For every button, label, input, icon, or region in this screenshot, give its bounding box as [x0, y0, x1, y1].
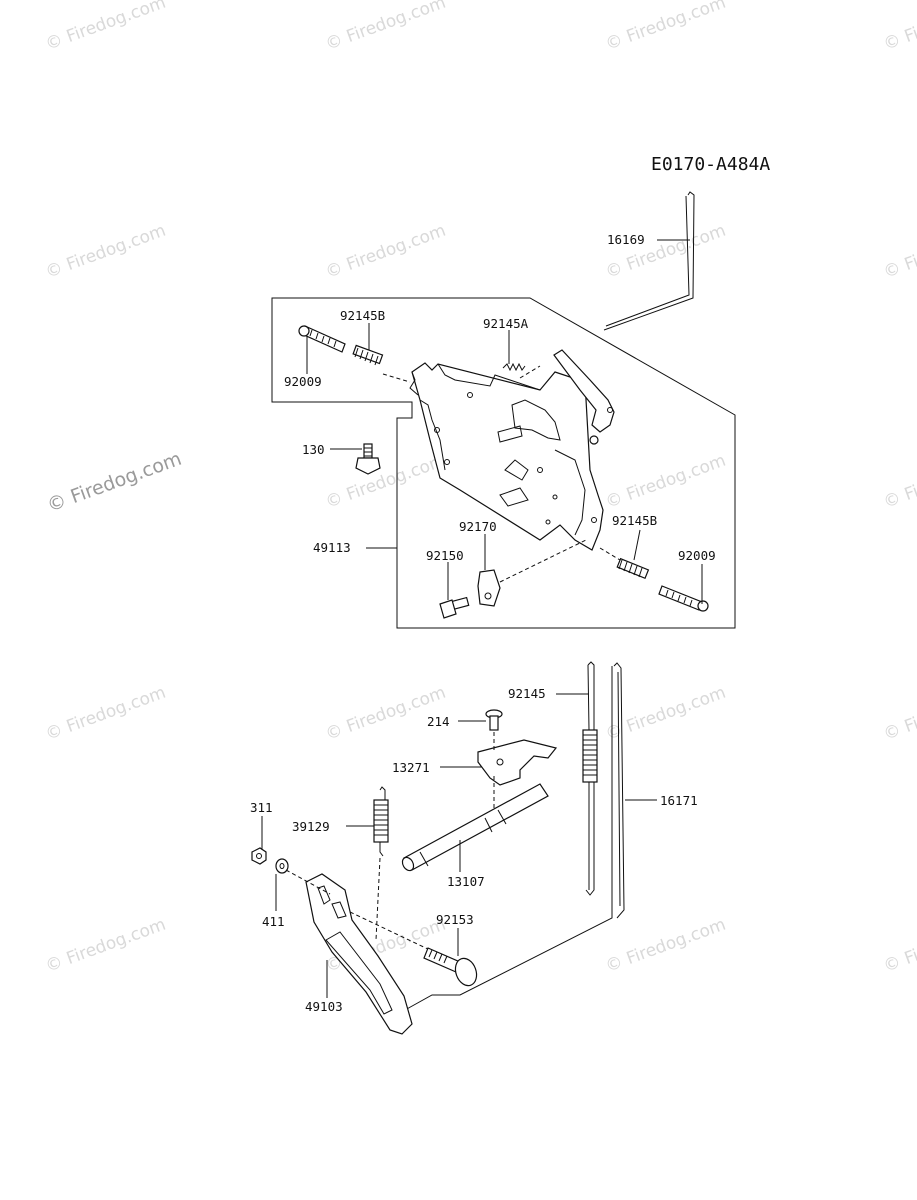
callout-16171: 16171: [660, 793, 698, 808]
watermark: © Firedog.com: [881, 451, 917, 513]
throttle-rod-16169: [603, 191, 695, 331]
callout-49103: 49103: [305, 999, 343, 1014]
spring-39129: [373, 786, 389, 941]
kit-outline-49113: [271, 297, 736, 629]
bolt-92153: [423, 947, 478, 987]
lower-assembly: [251, 661, 625, 1035]
watermark-prominent: © Firedog.com: [44, 448, 184, 517]
washer-411: [275, 858, 289, 874]
callout-92145B-top: 92145B: [340, 308, 385, 323]
watermark: © Firedog.com: [603, 0, 729, 55]
cable-clamp-92170: [477, 569, 501, 607]
watermark: © Firedog.com: [881, 0, 917, 55]
watermark: © Firedog.com: [323, 221, 449, 283]
adjusting-bolt-92009-right: [658, 585, 709, 612]
adjusting-bolt-92009-top: [298, 325, 346, 353]
spring-92145B-right: [616, 557, 650, 580]
watermark: © Firedog.com: [323, 451, 449, 513]
watermark: © Firedog.com: [881, 915, 917, 977]
callout-13271: 13271: [392, 760, 430, 775]
governor-spring-92145: [582, 661, 598, 896]
callout-214: 214: [427, 714, 450, 729]
watermark: © Firedog.com: [881, 221, 917, 283]
callout-labels: 16169 92145B 92145A 92009 130 49113 9217…: [250, 232, 716, 1014]
leader-lines: [261, 239, 703, 998]
watermark: © Firedog.com: [323, 0, 449, 55]
callout-92145A: 92145A: [483, 316, 529, 331]
callout-311: 311: [250, 800, 273, 815]
bolt-92150: [439, 596, 470, 619]
watermark: © Firedog.com: [43, 683, 169, 745]
callout-39129: 39129: [292, 819, 330, 834]
governor-rod-16171: [613, 662, 625, 919]
watermark: © Firedog.com: [43, 221, 169, 283]
watermark: © Firedog.com: [603, 451, 729, 513]
governor-plate-13271: [477, 739, 558, 786]
callout-92153: 92153: [436, 912, 474, 927]
callout-92170: 92170: [459, 519, 497, 534]
governor-lever-49103: [305, 873, 413, 1035]
governor-shaft-13107: [401, 783, 549, 872]
spring-92145A: [502, 362, 526, 372]
callout-92145B-right: 92145B: [612, 513, 657, 528]
bolt-130: [355, 443, 381, 475]
callout-92009-right: 92009: [678, 548, 716, 563]
callout-16169: 16169: [607, 232, 645, 247]
throttle-lever-arm: [553, 349, 615, 433]
callout-92150: 92150: [426, 548, 464, 563]
callout-92009-top: 92009: [284, 374, 322, 389]
spring-92145B-top: [352, 344, 384, 366]
watermark: © Firedog.com: [881, 683, 917, 745]
callout-130: 130: [302, 442, 325, 457]
watermark: © Firedog.com: [43, 915, 169, 977]
screw-214: [485, 709, 503, 731]
upper-assembly: [271, 191, 736, 629]
diagram-code: E0170-A484A: [651, 154, 770, 175]
nut-311: [251, 847, 267, 865]
watermark: © Firedog.com: [603, 915, 729, 977]
callout-411: 411: [262, 914, 285, 929]
watermark: © Firedog.com: [603, 221, 729, 283]
watermark: © Firedog.com: [43, 0, 169, 55]
control-plate: [409, 362, 604, 551]
callout-49113: 49113: [313, 540, 351, 555]
callout-13107: 13107: [447, 874, 485, 889]
kit-outline-49103: [404, 666, 613, 1011]
callout-92145: 92145: [508, 686, 546, 701]
